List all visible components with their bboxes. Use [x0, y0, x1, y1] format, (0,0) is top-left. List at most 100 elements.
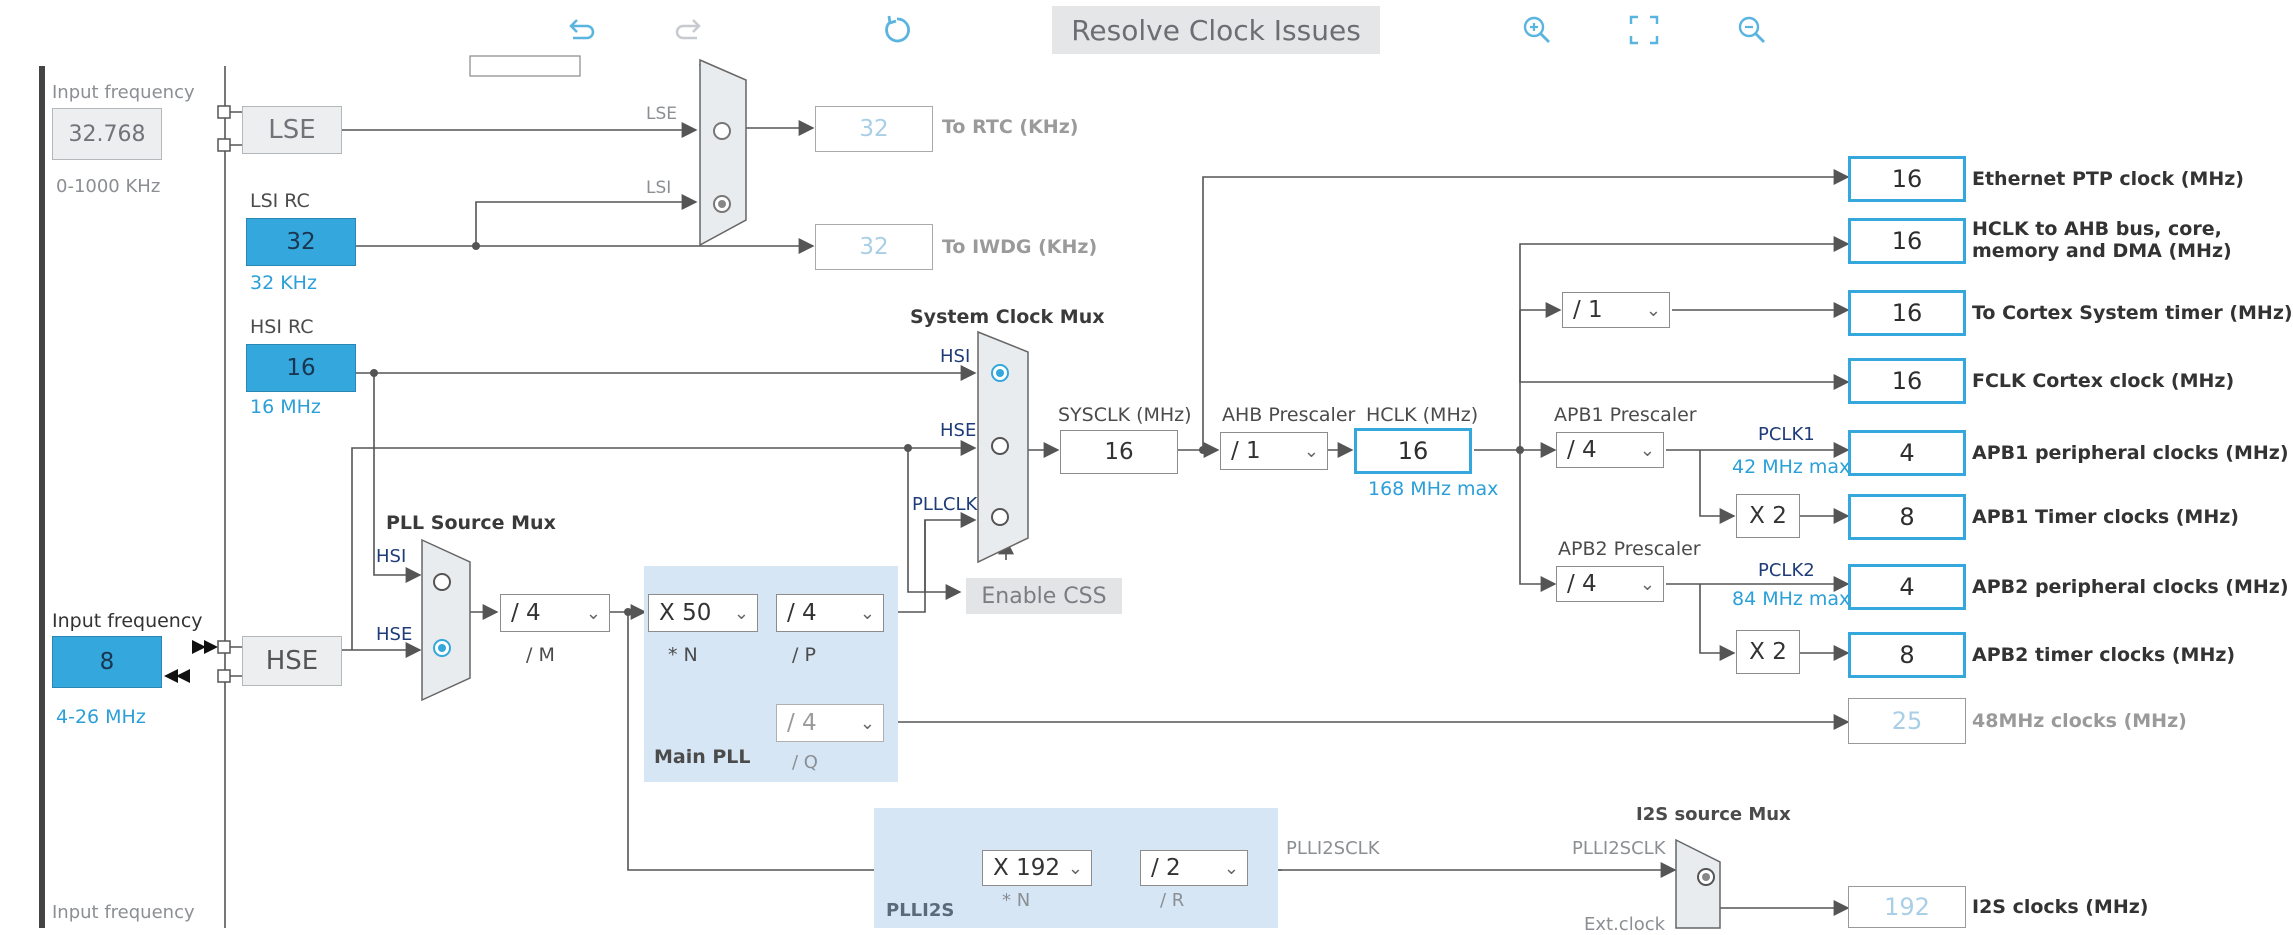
apb2-timer-multiplier: X 2 — [1736, 630, 1800, 674]
lse-block: LSE — [242, 106, 342, 154]
hclk-label: HCLK (MHz) — [1366, 404, 1479, 426]
chevron-down-icon: ⌄ — [1639, 439, 1655, 461]
hclk-ahb-value[interactable]: 16 — [1848, 218, 1966, 264]
sys-mux-hsi-label: HSI — [940, 346, 971, 367]
hclk-ahb-label: HCLK to AHB bus, core, — [1972, 218, 2222, 240]
apb1-peripheral-value[interactable]: 4 — [1848, 430, 1966, 476]
rtc-mux-lse-radio[interactable] — [713, 122, 731, 140]
cortex-timer-div-select[interactable]: / 1 ⌄ — [1562, 292, 1670, 328]
chevron-down-icon: ⌄ — [1067, 857, 1083, 879]
rtc-mux-lsi-radio[interactable] — [713, 195, 731, 213]
pll-source-hse-label: HSE — [376, 624, 413, 645]
fclk-value[interactable]: 16 — [1848, 358, 1966, 404]
i2s-source-mux-title: I2S source Mux — [1636, 804, 1791, 825]
cortex-timer-label: To Cortex System timer (MHz) — [1972, 302, 2293, 324]
plli2s-title: PLLI2S — [886, 900, 955, 921]
rtc-label: To RTC (KHz) — [942, 116, 1079, 138]
plli2s-r-select[interactable]: / 2 ⌄ — [1140, 850, 1248, 886]
cortex-timer-value[interactable]: 16 — [1848, 290, 1966, 336]
chevron-down-icon: ⌄ — [1303, 440, 1319, 462]
pll-q-caption: / Q — [792, 752, 818, 773]
plli2s-n-select[interactable]: X 192 ⌄ — [982, 850, 1092, 886]
apb1-timer-value[interactable]: 8 — [1848, 494, 1966, 540]
pll-p-select[interactable]: / 4 ⌄ — [776, 594, 884, 632]
zoom-in-button[interactable] — [1515, 6, 1559, 54]
pll-p-caption: / P — [792, 644, 816, 666]
apb2-timer-value[interactable]: 8 — [1848, 632, 1966, 678]
clk48-value: 25 — [1848, 698, 1966, 744]
apb1-prescaler-value: / 4 — [1567, 437, 1597, 463]
hclk-input[interactable]: 16 — [1354, 428, 1472, 474]
resolve-clock-issues-button[interactable]: Resolve Clock Issues — [1052, 6, 1380, 54]
zoom-out-icon — [1738, 16, 1765, 43]
zoom-out-button[interactable] — [1730, 6, 1774, 54]
sys-mux-hse-radio[interactable] — [991, 437, 1009, 455]
pll-q-select[interactable]: / 4⌄ — [776, 704, 884, 742]
hclk-ahb-label-line2: memory and DMA (MHz) — [1972, 240, 2232, 262]
main-pll-title: Main PLL — [654, 746, 751, 768]
zoom-in-icon — [1523, 16, 1550, 43]
clk48-label: 48MHz clocks (MHz) — [1972, 710, 2187, 732]
plli2s-n-value: X 192 — [993, 855, 1060, 881]
rtc-mux-lsi-label: LSI — [646, 178, 672, 198]
chevron-down-icon: ⌄ — [1639, 573, 1655, 595]
ahb-prescaler-label: AHB Prescaler — [1222, 404, 1356, 426]
pll-n-select[interactable]: X 50⌄ — [648, 594, 758, 632]
pll-m-select[interactable]: / 4⌄ — [500, 594, 610, 632]
pll-p-value: / 4 — [787, 600, 817, 626]
lse-input-label: Input frequency — [52, 82, 195, 103]
cortex-timer-div-value: / 1 — [1573, 297, 1603, 323]
undo-button[interactable] — [560, 6, 604, 54]
sys-mux-hsi-radio[interactable] — [991, 364, 1009, 382]
sysclk-value: 16 — [1060, 430, 1178, 474]
apb1-timer-label: APB1 Timer clocks (MHz) — [1972, 506, 2239, 528]
pll-q-value: / 4 — [787, 710, 817, 736]
apb1-timer-multiplier: X 2 — [1736, 494, 1800, 538]
chevron-down-icon: ⌄ — [1223, 857, 1239, 879]
hsi-unit: 16 MHz — [250, 396, 321, 418]
sysclk-label: SYSCLK (MHz) — [1058, 404, 1192, 426]
plli2s-n-caption: * N — [1002, 890, 1031, 911]
pclk2-label: PCLK2 — [1758, 560, 1815, 581]
hsi-title: HSI RC — [250, 316, 314, 338]
pll-n-value: X 50 — [659, 600, 712, 626]
apb1-prescaler-select[interactable]: / 4 ⌄ — [1556, 432, 1664, 468]
ahb-prescaler-select[interactable]: / 1⌄ — [1220, 432, 1328, 470]
plli2s-r-caption: / R — [1160, 890, 1185, 911]
sys-mux-pllclk-label: PLLCLK — [912, 494, 978, 515]
rtc-mux-lse-label: LSE — [646, 104, 678, 124]
ethernet-ptp-value[interactable]: 16 — [1848, 156, 1966, 202]
apb2-max: 84 MHz max — [1732, 588, 1851, 610]
apb1-max: 42 MHz max — [1732, 456, 1851, 478]
pll-source-hse-radio[interactable] — [433, 639, 451, 657]
redo-button[interactable] — [666, 6, 710, 54]
apb1-prescaler-label: APB1 Prescaler — [1554, 404, 1697, 426]
i2s-mux-pll-label: PLLI2SCLK — [1572, 838, 1666, 859]
rtc-value: 32 — [815, 106, 933, 152]
fit-screen-button[interactable] — [1622, 6, 1666, 54]
redo-icon — [675, 19, 701, 40]
pll-source-hsi-label: HSI — [376, 546, 407, 567]
plli2sclk-out-label: PLLI2SCLK — [1286, 838, 1380, 859]
lse-input-field[interactable]: 32.768 — [52, 108, 162, 160]
apb2-peripheral-value[interactable]: 4 — [1848, 564, 1966, 610]
apb2-prescaler-value: / 4 — [1567, 571, 1597, 597]
enable-css-button[interactable]: Enable CSS — [966, 578, 1122, 614]
lsi-title: LSI RC — [250, 190, 310, 212]
sys-mux-pllclk-radio[interactable] — [991, 508, 1009, 526]
system-clock-mux-title: System Clock Mux — [910, 306, 1105, 328]
lsi-value: 32 — [246, 218, 356, 266]
pll-source-hsi-radio[interactable] — [433, 573, 451, 591]
apb2-prescaler-select[interactable]: / 4 ⌄ — [1556, 566, 1664, 602]
fclk-label: FCLK Cortex clock (MHz) — [1972, 370, 2235, 392]
fit-screen-icon — [1629, 15, 1659, 45]
chevron-down-icon: ⌄ — [1645, 299, 1661, 321]
lse-range: 0-1000 KHz — [56, 176, 161, 197]
i2s-mux-pll-radio[interactable] — [1697, 868, 1715, 886]
plli2s-r-value: / 2 — [1151, 855, 1181, 881]
chevron-down-icon: ⌄ — [859, 602, 875, 624]
hse-input-field[interactable]: 8 — [52, 636, 162, 688]
hse-range: 4-26 MHz — [56, 706, 146, 728]
refresh-button[interactable] — [875, 6, 919, 54]
undo-icon — [569, 19, 595, 40]
